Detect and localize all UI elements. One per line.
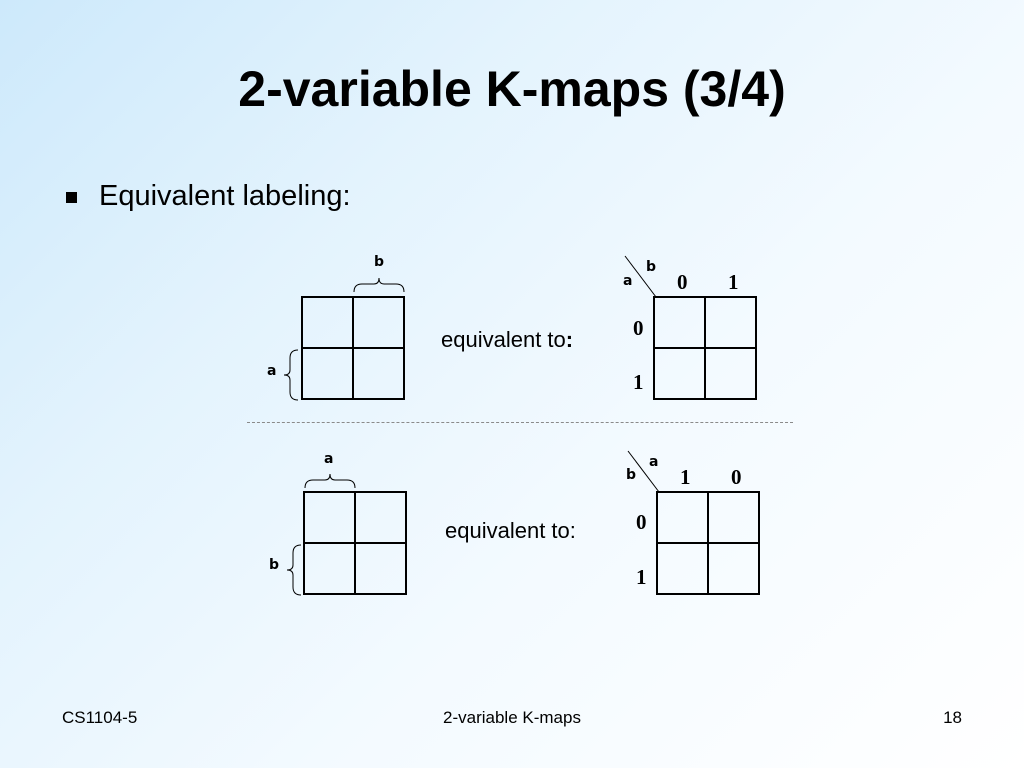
slide-title: 2-variable K-maps (3/4): [238, 61, 786, 117]
top-variable-label: b: [374, 254, 385, 270]
kmap-cell: [654, 348, 705, 399]
bullet-item: Equivalent labeling:: [66, 180, 351, 213]
side-brace-icon: [286, 544, 302, 596]
side-variable-label: b: [269, 557, 280, 573]
kmap-cell: [657, 543, 708, 594]
kmap-cell: [302, 348, 353, 399]
row-header: 0: [633, 316, 644, 340]
equivalent-label: equivalent to:: [445, 518, 576, 543]
column-header: 1: [680, 465, 691, 489]
kmap-cell: [355, 492, 406, 543]
kmap-grid-right: [656, 491, 760, 595]
side-brace-icon: [283, 349, 299, 401]
diagonal-divider-icon: [627, 450, 660, 493]
diagonal-divider-icon: [624, 255, 657, 298]
square-bullet-icon: [66, 192, 77, 203]
row-header: 1: [636, 565, 647, 589]
row-header: 0: [636, 510, 647, 534]
footer-page-number: 18: [943, 708, 962, 727]
column-header: 0: [677, 270, 688, 294]
top-variable-label: a: [324, 451, 334, 467]
footer-course-code: CS1104-5: [62, 708, 138, 727]
dashed-divider: [247, 422, 793, 423]
top-brace-icon: [353, 277, 405, 293]
kmap-cell: [705, 297, 756, 348]
kmap-grid-right: [653, 296, 757, 400]
right-side-variable-label: b: [626, 467, 637, 483]
kmap-cell: [708, 543, 759, 594]
right-top-variable-label: b: [646, 259, 657, 275]
kmap-cell: [654, 297, 705, 348]
bullet-text: Equivalent labeling:: [99, 180, 351, 212]
kmap-cell: [304, 492, 355, 543]
side-variable-label: a: [267, 363, 277, 379]
kmap-cell: [708, 492, 759, 543]
row-header: 1: [633, 370, 644, 394]
kmap-cell: [304, 543, 355, 594]
column-header: 1: [728, 270, 739, 294]
kmap-cell: [657, 492, 708, 543]
kmap-grid-left: [301, 296, 405, 400]
column-header: 0: [731, 465, 742, 489]
equivalent-colon: :: [565, 327, 574, 352]
kmap-cell: [705, 348, 756, 399]
top-brace-icon: [304, 473, 356, 489]
kmap-cell: [353, 348, 404, 399]
equivalent-label: equivalent to:: [441, 327, 573, 353]
kmap-grid-left: [303, 491, 407, 595]
right-top-variable-label: a: [649, 454, 659, 470]
right-side-variable-label: a: [623, 273, 633, 289]
kmap-cell: [355, 543, 406, 594]
kmap-cell: [353, 297, 404, 348]
equivalent-text: equivalent to: [441, 327, 566, 352]
kmap-cell: [302, 297, 353, 348]
footer-topic: 2-variable K-maps: [443, 708, 581, 727]
